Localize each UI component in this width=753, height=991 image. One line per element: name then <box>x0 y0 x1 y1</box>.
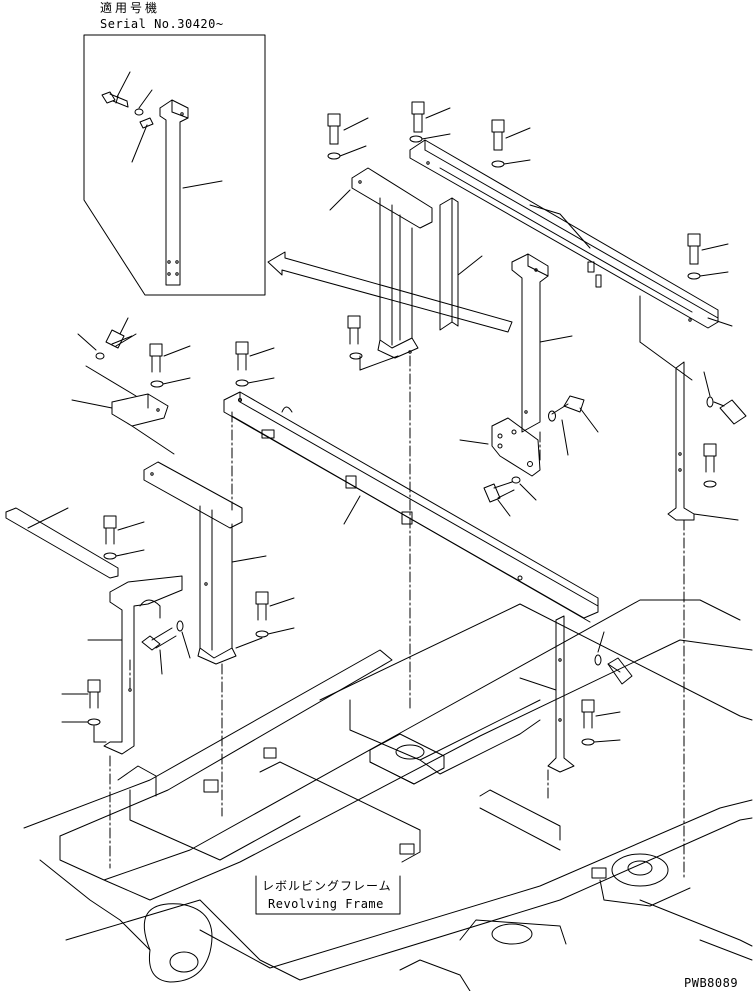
vertical-bar <box>439 197 483 331</box>
inset-bracket <box>159 99 189 286</box>
upper-bolts <box>327 101 733 327</box>
inset-title-jp: 適用号機 <box>100 1 161 15</box>
frame-label-en: Revolving Frame <box>268 897 384 911</box>
main-cross-beam <box>223 391 599 623</box>
inset-washer <box>134 108 144 116</box>
left-lower-bolts <box>61 591 295 743</box>
left-bolt-pair <box>103 515 145 560</box>
bolt-c <box>491 119 505 168</box>
inset-clip <box>139 117 154 129</box>
revolving-frame <box>23 599 753 991</box>
far-right-bracket <box>639 295 747 521</box>
inset-leader-lines <box>116 71 223 189</box>
upper-rail <box>409 139 719 329</box>
left-bolts-top <box>77 317 275 397</box>
assembly-guide-lines <box>109 355 685 879</box>
drawing-code: PWB8089 <box>684 976 739 990</box>
inset-box <box>83 34 266 296</box>
bolt-d <box>687 233 701 280</box>
mid-bolt <box>347 315 399 371</box>
reference-arrow <box>267 251 513 333</box>
right-bracket <box>511 253 573 433</box>
bolt-a <box>327 113 341 160</box>
center-column-bracket <box>329 167 433 359</box>
right-lower-bracket <box>519 615 633 773</box>
bolt-b <box>409 101 425 143</box>
left-column <box>143 461 267 665</box>
left-lower-bracket <box>87 575 191 755</box>
far-right-bolt <box>703 443 717 488</box>
plate-bolts <box>483 395 599 517</box>
left-flat-bar <box>5 507 119 579</box>
frame-label-jp: レボルビングフレーム <box>262 879 392 893</box>
inset-bolt <box>101 91 129 108</box>
small-l-bracket <box>71 393 175 455</box>
mounting-plate <box>459 417 541 477</box>
inset-serial-number: Serial No.30420~ <box>100 17 224 31</box>
